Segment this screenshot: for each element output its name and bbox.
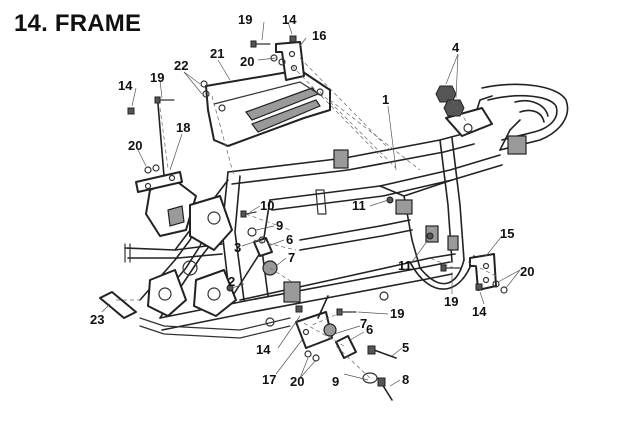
callout-4: 4 xyxy=(452,40,460,55)
bracket-15 xyxy=(469,253,497,291)
callout-6-lower: 6 xyxy=(366,322,373,337)
callout-14-left: 14 xyxy=(118,78,133,93)
callout-2: 2 xyxy=(228,274,235,289)
callout-20-left: 20 xyxy=(128,138,142,153)
callout-14-top: 14 xyxy=(282,12,297,27)
callout-20-top: 20 xyxy=(240,54,254,69)
frame-cover-plate xyxy=(205,69,331,147)
bracket-18 xyxy=(135,103,183,193)
page-title: 14. FRAME xyxy=(14,10,142,37)
rear-grab-bar xyxy=(445,83,569,155)
bracket-17 xyxy=(295,295,333,349)
callout-20-bottom: 20 xyxy=(290,374,304,389)
callout-14-right: 14 xyxy=(472,304,487,319)
callout-19-bottom: 19 xyxy=(390,306,404,321)
callout-14-bottom: 14 xyxy=(256,342,271,357)
callout-8: 8 xyxy=(402,372,409,387)
callout-16: 16 xyxy=(312,28,326,43)
callout-9-upper: 9 xyxy=(276,218,283,233)
callout-10: 10 xyxy=(260,198,274,213)
callout-1: 1 xyxy=(382,92,389,107)
callout-18: 18 xyxy=(176,120,190,135)
callout-19-right: 19 xyxy=(444,294,458,309)
callout-9-lower: 9 xyxy=(332,374,339,389)
callout-23: 23 xyxy=(90,312,104,327)
callout-22: 22 xyxy=(174,58,188,73)
callout-7-upper: 7 xyxy=(288,250,295,265)
callout-19-left: 19 xyxy=(150,70,164,85)
callout-5: 5 xyxy=(402,340,409,355)
front-suspension-mounts xyxy=(124,179,291,339)
callout-11-upper: 11 xyxy=(352,198,366,213)
bracket-16 xyxy=(275,41,305,81)
callout-11-lower: 11 xyxy=(398,258,412,273)
assembly-lines xyxy=(116,57,497,379)
callout-labels: 1 2 3 4 5 6 6 7 7 8 9 9 10 11 11 14 14 1… xyxy=(90,12,534,389)
callout-7-lower: 7 xyxy=(360,316,367,331)
callout-6-upper: 6 xyxy=(286,232,293,247)
callout-21: 21 xyxy=(210,46,224,61)
callout-19-top: 19 xyxy=(238,12,252,27)
callout-15: 15 xyxy=(500,226,514,241)
callout-20-right: 20 xyxy=(520,264,534,279)
callout-3: 3 xyxy=(234,240,241,255)
callout-17: 17 xyxy=(262,372,276,387)
leader-lines xyxy=(101,21,521,387)
